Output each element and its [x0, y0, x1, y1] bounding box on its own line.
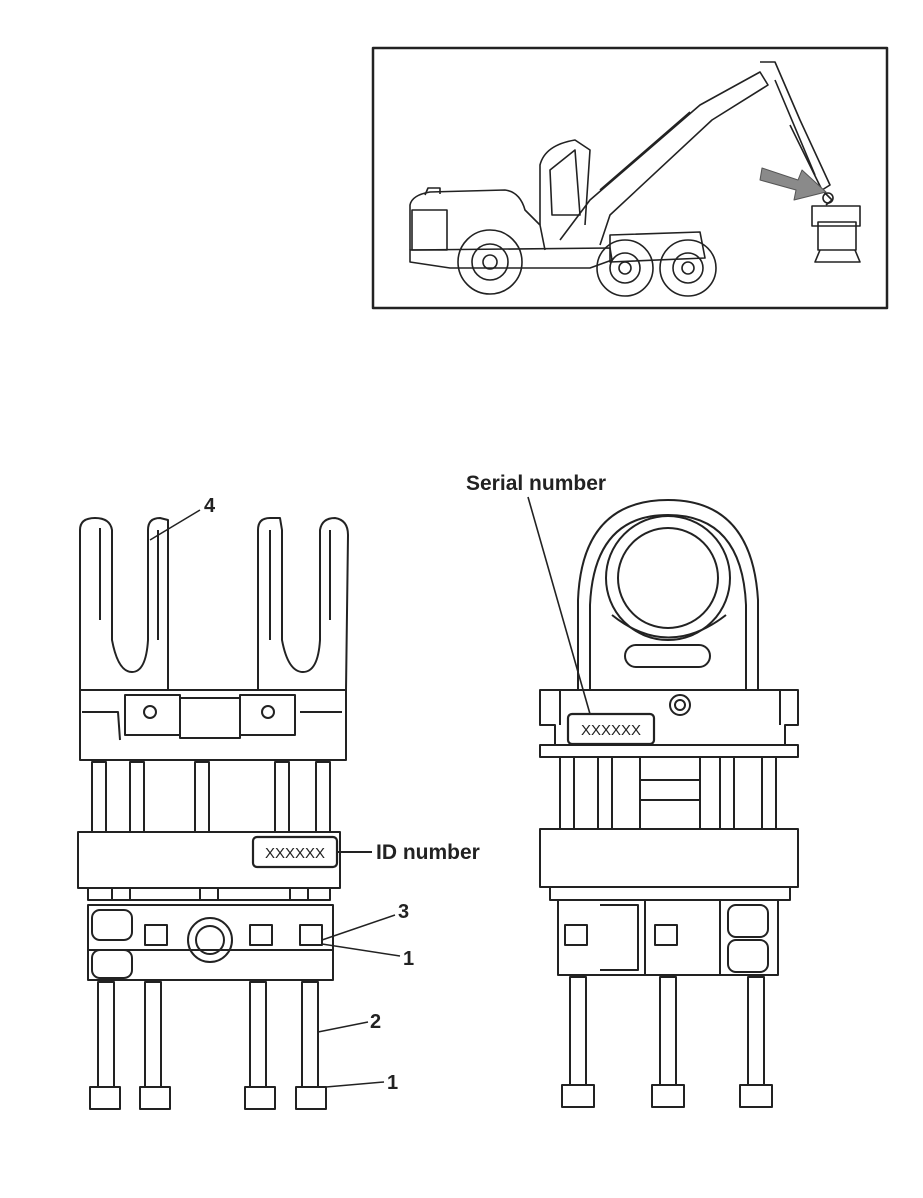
bolt-set: [89, 981, 327, 1110]
callout-1-upper: 1: [403, 948, 414, 970]
callout-1-lower: 1: [387, 1072, 398, 1094]
serial-plate-text: XXXXXX: [581, 722, 641, 739]
rotator-side-view: XXXXXX Serial number: [466, 472, 799, 1108]
id-plate-text: XXXXXX: [265, 845, 325, 862]
serial-number-label: Serial number: [466, 472, 606, 495]
column-set-side: [559, 756, 777, 830]
harvester-illustration: [409, 61, 861, 297]
serial-plate: [566, 712, 656, 746]
rotator-front-view: XXXXXX ID number 4 3 1 2 1: [77, 495, 480, 1110]
id-number-label: ID number: [376, 841, 480, 864]
bolt-set-side: [561, 976, 773, 1108]
column-set: [91, 761, 331, 833]
harvester-inset: [371, 46, 889, 310]
inset-frame: [371, 46, 889, 310]
motor-block: [87, 904, 334, 981]
fork-bracket: [79, 517, 349, 761]
eye-bracket: [577, 499, 759, 690]
motor-block-side: [557, 899, 779, 976]
rotator-housing-side: [539, 828, 799, 888]
callout-4: 4: [204, 495, 216, 517]
pointer-arrow: [759, 167, 827, 201]
callout-3: 3: [398, 901, 409, 923]
callout-2: 2: [370, 1011, 381, 1033]
